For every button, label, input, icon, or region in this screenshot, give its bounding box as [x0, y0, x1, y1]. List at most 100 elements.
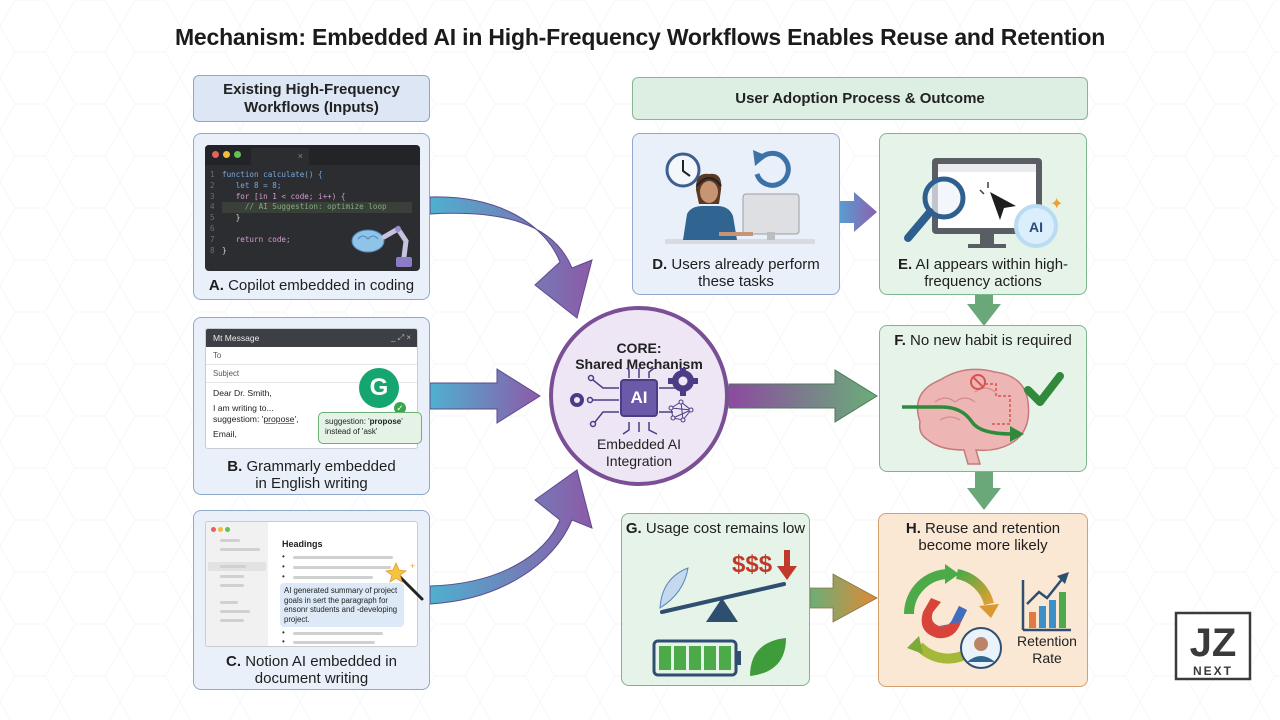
email-body: Dear Dr. Smith, I am writing to... sugge…	[206, 383, 417, 445]
doc-heading: Headings	[282, 539, 323, 549]
refresh-icon	[753, 150, 791, 188]
circuit-icon	[570, 368, 698, 435]
card-letter: H.	[905, 520, 921, 537]
magnet-icon	[921, 598, 967, 639]
inputs-header: Existing High-Frequency Workflows (Input…	[193, 75, 430, 122]
core-title-line: CORE:	[616, 340, 662, 356]
card-letter: F.	[894, 332, 906, 349]
sidebar-item	[220, 601, 238, 604]
card-b-caption: B. Grammarly embedded in English writing	[194, 458, 429, 493]
bullet-line	[293, 576, 373, 579]
card-letter: B.	[227, 458, 243, 475]
magnifier-icon	[904, 176, 966, 242]
code-line: return code;	[235, 234, 291, 244]
sidebar-item	[220, 584, 244, 587]
line-number: 1	[210, 170, 215, 179]
line-number: 8	[210, 245, 215, 255]
logo-mark: JZ	[1190, 621, 1237, 665]
card-h-reuse-retention: H. Reuse and retention become more likel…	[878, 513, 1088, 687]
email-to-field: To	[206, 347, 417, 365]
text: instead of 'ask'	[325, 427, 378, 436]
bullet: •	[282, 552, 285, 561]
card-letter: E.	[897, 256, 913, 273]
caption-text: Grammarly embedded in English writing	[246, 458, 396, 493]
notion-document-window: Headings • • • AI generated summary of p…	[205, 521, 418, 647]
bullet-line	[293, 566, 391, 569]
checkmark-icon	[1024, 372, 1064, 406]
core-title-line: Shared Mechanism	[575, 356, 703, 372]
window-controls-icon: _ ⤢ ×	[391, 333, 411, 342]
tab-close-icon: ×	[297, 151, 303, 161]
code-line: let 8 = 8;	[235, 180, 282, 190]
window-maximize-dot	[225, 527, 230, 532]
code-line: }	[235, 213, 241, 223]
code-line: }	[222, 245, 227, 255]
ai-suggestion-line: // AI Suggestion: optimize loop	[244, 202, 387, 212]
caption-text: Reuse and retention become more likely	[918, 520, 1061, 555]
card-a-caption: A. Copilot embedded in coding	[194, 277, 429, 294]
card-g-usage-cost-low: G. Usage cost remains low $$$	[621, 513, 810, 686]
grammarly-logo-icon: G	[359, 368, 399, 408]
window-minimize-dot	[218, 527, 223, 532]
email-subject-field: Subject	[206, 365, 417, 383]
card-c-notion: Headings • • • AI generated summary of p…	[193, 510, 430, 690]
core-title: CORE:Shared Mechanism	[553, 340, 725, 372]
caption-text: Usage cost remains low	[645, 520, 806, 537]
ai-chip-icon: AI	[620, 379, 658, 417]
caption-text: No new habit is required	[910, 332, 1072, 349]
email-greeting: Dear Dr. Smith,	[213, 388, 272, 398]
sparkle-icon: ✦	[1050, 196, 1063, 213]
process-header: User Adoption Process & Outcome	[632, 77, 1088, 120]
magic-wand-icon: +	[384, 561, 424, 601]
line-number: 3	[210, 191, 215, 201]
code-line: for [in 1 < code; i++) {	[235, 191, 346, 201]
gear-icon-small	[570, 393, 584, 407]
card-d-caption: D. Users already perform these tasks	[633, 256, 839, 291]
text: suggestion: '	[325, 417, 370, 426]
line-number: 7	[210, 234, 215, 244]
retention-label: Retention	[1017, 633, 1077, 649]
bar-chart-up-icon	[1021, 572, 1071, 632]
caption-text: Users already perform these tasks	[671, 256, 820, 291]
sidebar-item	[220, 575, 244, 578]
bullet: •	[282, 562, 285, 571]
line-number: 5	[210, 213, 215, 223]
rate-label: Rate	[1032, 650, 1062, 666]
line-number: 2	[210, 180, 215, 190]
core-subtitle-line: Integration	[605, 453, 673, 469]
person-at-computer-icon	[665, 150, 815, 244]
text: suggestiom: '	[213, 414, 264, 424]
card-letter: A.	[208, 277, 224, 294]
cycle-arrows-icon	[904, 569, 950, 615]
editor-tab: ×	[251, 148, 309, 165]
card-d-users-perform-tasks: D. Users already perform these tasks	[632, 133, 840, 295]
underlined-word: propose	[263, 414, 295, 424]
gear-icon-large	[668, 368, 698, 396]
low-cost-illustration: $$$	[652, 550, 797, 677]
sidebar-item	[220, 539, 240, 542]
bullet: •	[282, 572, 285, 581]
core-subtitle-line: Embedded AI	[596, 436, 682, 452]
card-e-caption: E. AI appears within high-frequency acti…	[880, 256, 1086, 291]
bullet-line	[293, 556, 393, 559]
card-c-caption: C. Notion AI embedded in document writin…	[194, 653, 429, 688]
caption-text: AI appears within high-frequency actions	[915, 256, 1069, 291]
card-e-ai-appears: AI ✦ E. AI appears within high-frequency…	[879, 133, 1087, 295]
sidebar-item	[220, 548, 260, 551]
brain-habit-path-icon	[902, 368, 1064, 465]
window-close-dot	[212, 151, 219, 158]
jz-next-logo: JZ NEXT	[1174, 611, 1252, 681]
card-f-caption: F. No new habit is required	[880, 332, 1086, 349]
diagram-title: Mechanism: Embedded AI in High-Frequency…	[174, 24, 1106, 50]
card-g-caption: G. Usage cost remains low	[622, 520, 809, 537]
cursor-icon	[979, 182, 1016, 220]
line-number: 6	[210, 223, 215, 233]
window-maximize-dot	[234, 151, 241, 158]
svg-text:+: +	[410, 561, 415, 571]
email-line: I am writing to...	[213, 403, 274, 413]
caption-text: Copilot embedded in coding	[228, 277, 415, 294]
down-arrow-icon	[777, 550, 797, 580]
card-b-grammarly: Mt Message_ ⤢ × To Subject Dear Dr. Smit…	[193, 317, 430, 495]
